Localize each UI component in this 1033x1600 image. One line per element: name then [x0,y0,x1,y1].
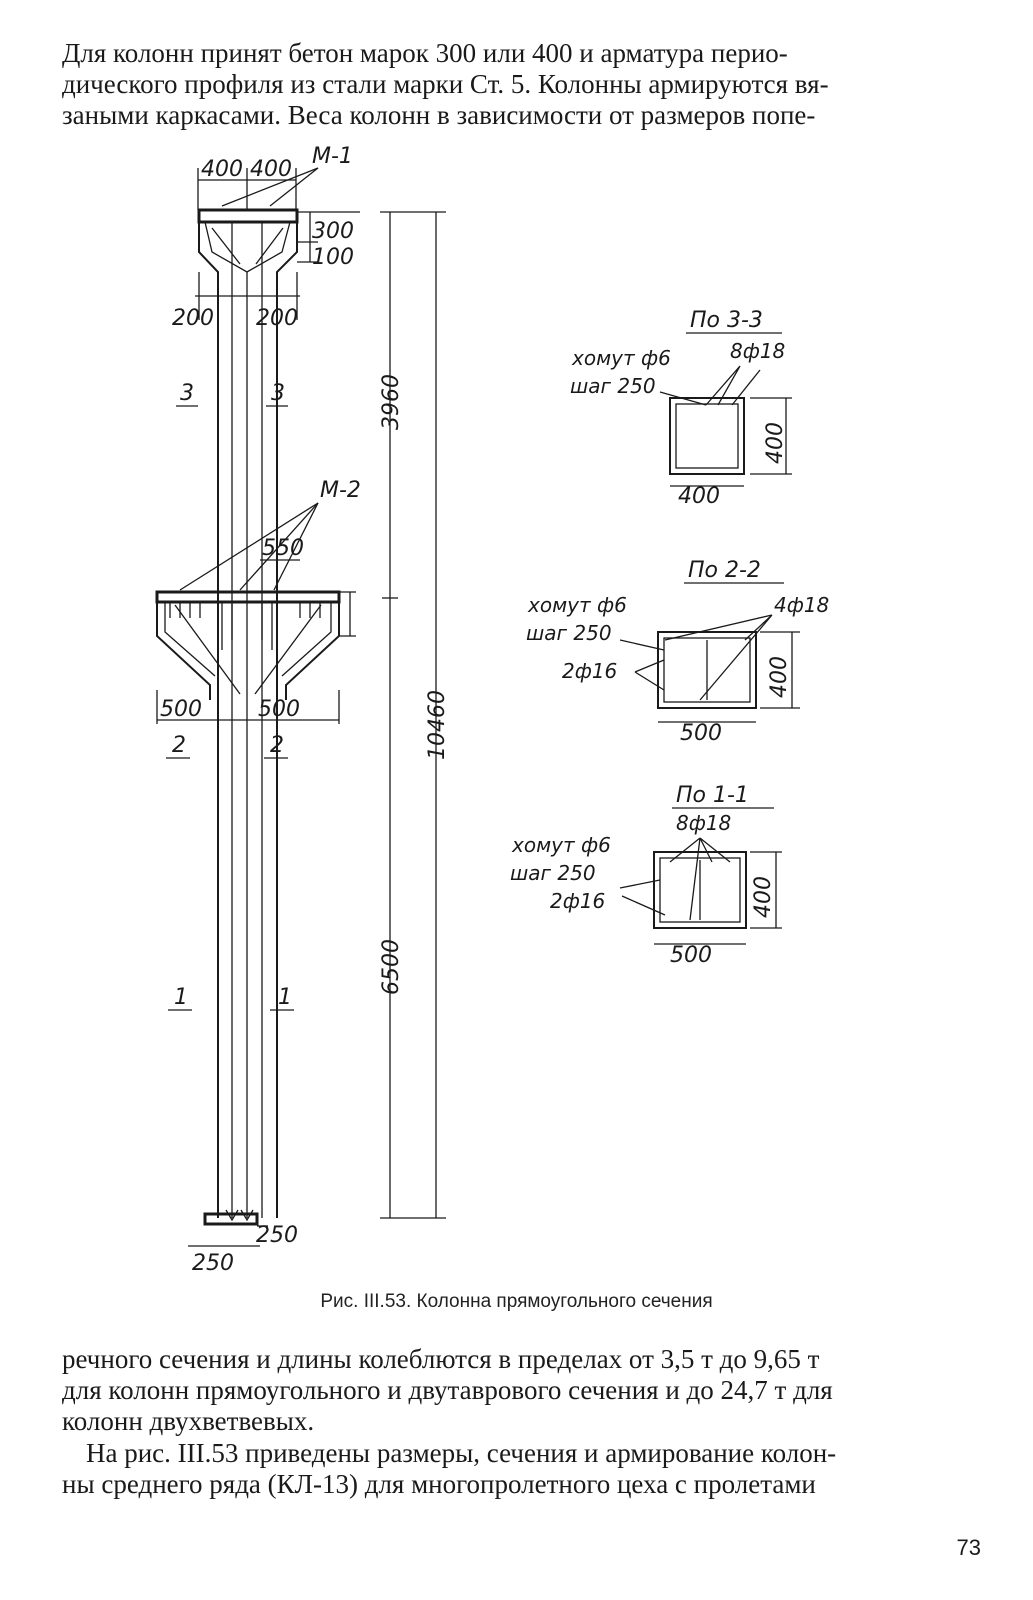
sec22-height: 400 [767,656,792,698]
sec22-stirrup: хомут ф6 [527,593,627,617]
shoulder-dim-left: 200 [172,306,214,331]
figure-caption: Рис. III.53. Колонна прямоугольного сече… [320,1291,713,1312]
text-line: ны среднего ряда (КЛ-13) для многопролет… [62,1469,816,1499]
section-mark-3-right: 3 [271,381,285,406]
sec11-height: 400 [751,876,776,918]
vdim-lower: 6500 [379,939,404,995]
sec22-width: 500 [680,721,722,746]
sec11-width: 500 [670,943,712,968]
sec11-bars: 8ф18 [676,811,731,835]
top-paragraph: Для колонн принят бетон марок 300 или 40… [62,38,982,131]
sec33-stirrup: хомут ф6 [571,346,671,370]
shoulder-dim-right: 200 [256,306,298,331]
page-number: 73 [956,1535,981,1560]
column-figure: 400 400 М-1 300 100 200 200 3 3 М-2 550 … [155,144,829,1276]
sec22-step: шаг 250 [526,621,612,645]
sec22-extra: 2ф16 [562,659,617,683]
text-line: Для колонн принят бетон марок 300 или 40… [62,38,788,68]
text-line: для колонн прямоугольного и двутаврового… [62,1375,833,1405]
sec11-extra: 2ф16 [550,889,605,913]
text-line: дического профиля из стали марки Ст. 5. … [62,69,829,99]
mark-m1: М-1 [312,144,353,169]
top-dim-left: 400 [201,157,243,182]
base-dim-bottom: 250 [192,1251,234,1276]
console-side-left: 500 [160,697,202,722]
sec33-width: 400 [678,484,720,509]
sec33-title: По 3-3 [690,308,763,333]
head-dim-a: 300 [312,219,354,244]
section-mark-2-right: 2 [270,733,284,758]
sec33-bars: 8ф18 [730,339,785,363]
text-line: колонн двухветвевых. [62,1406,315,1436]
text-line: На рис. III.53 приведены размеры, сечени… [86,1438,837,1468]
sec11-stirrup: хомут ф6 [511,833,611,857]
text-line: речного сечения и длины колеблются в пре… [62,1344,820,1374]
section-mark-3-left: 3 [180,381,194,406]
sec11-step: шаг 250 [510,861,596,885]
sec33-step: шаг 250 [570,374,656,398]
text-line: заными каркасами. Веса колонн в зависимо… [62,100,816,130]
bottom-paragraph-2: На рис. III.53 приведены размеры, сечени… [62,1438,982,1500]
bottom-paragraph: речного сечения и длины колеблются в пре… [62,1344,982,1437]
section-mark-1-right: 1 [278,985,292,1010]
section-mark-2-left: 2 [172,733,186,758]
base-dim-right: 250 [256,1223,298,1248]
sec11-title: По 1-1 [676,783,749,808]
top-dim-right: 400 [250,157,292,182]
console-side-right: 500 [258,697,300,722]
sec33-height: 400 [763,422,788,464]
section-mark-1-left: 1 [174,985,188,1010]
mark-m2: М-2 [320,478,361,503]
console-dim: 550 [262,536,304,561]
head-dim-b: 100 [312,245,354,270]
vdim-total: 10460 [425,690,450,760]
vdim-upper: 3960 [379,374,404,430]
sec22-bars: 4ф18 [774,593,829,617]
sec22-title: По 2-2 [688,558,761,583]
